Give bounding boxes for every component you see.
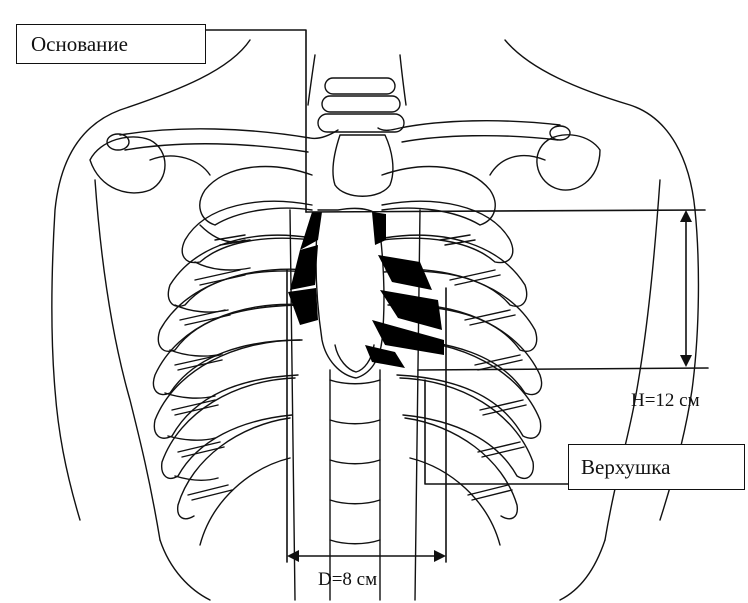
apex-label: Верхушка (581, 457, 670, 478)
apex-label-box: Верхушка (568, 444, 745, 490)
spine (290, 55, 420, 600)
base-label: Основание (31, 34, 128, 55)
h-arrow-bottom-head (680, 355, 692, 367)
arrowheads (287, 210, 692, 562)
diameter-label: D=8 см (318, 569, 377, 591)
apex-reference-line (418, 368, 708, 370)
left-ribcage (153, 167, 312, 545)
top-reference-line (306, 210, 705, 212)
base-leader-line (206, 30, 306, 212)
height-label: H=12 см (631, 390, 700, 412)
clavicles (107, 121, 570, 152)
d-arrow-left-head (287, 550, 299, 562)
right-ribcage (382, 167, 542, 545)
d-arrow-right-head (434, 550, 446, 562)
base-label-box: Основание (16, 24, 206, 64)
shoulder-joints (90, 135, 600, 193)
torso-outline (52, 40, 698, 600)
h-arrow-top-head (680, 210, 692, 222)
